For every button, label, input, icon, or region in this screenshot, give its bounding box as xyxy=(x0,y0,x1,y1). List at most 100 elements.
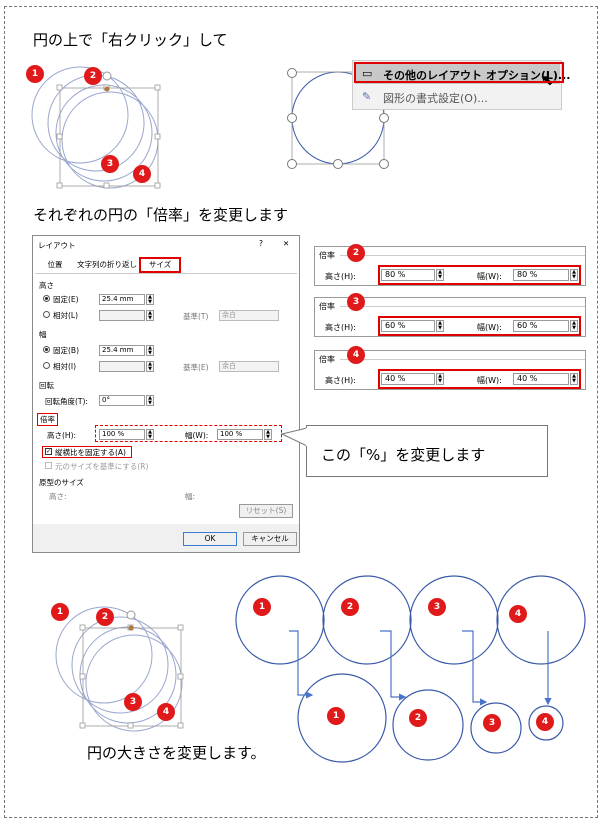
scale-width-spinner[interactable]: ▲▼ xyxy=(570,373,578,385)
step3-heading: 円の大きさを変更します。 xyxy=(87,744,266,762)
rotation-spinner[interactable]: ▲▼ xyxy=(146,395,154,406)
page-frame xyxy=(4,6,598,818)
scale-height-input[interactable]: 60 % xyxy=(381,320,435,332)
width-absolute-radio[interactable] xyxy=(43,346,50,353)
scale-width-label: 幅(W): xyxy=(477,323,502,332)
before-badge-3: 3 xyxy=(428,598,446,616)
scale-width-label: 幅(W): xyxy=(477,272,502,281)
scale-width-spinner[interactable]: ▲▼ xyxy=(264,429,272,440)
scale-width-input[interactable]: 40 % xyxy=(513,373,569,385)
panel-divider xyxy=(340,306,585,307)
highlight-layout-options xyxy=(354,62,564,83)
scale-panel-2-badge: 2 xyxy=(347,244,365,262)
step2-heading: それぞれの円の「倍率」を変更します xyxy=(33,206,289,224)
scale-panel-title: 倍率 xyxy=(319,302,335,311)
tab-position[interactable]: 位置 xyxy=(47,260,63,269)
scale-width-input[interactable]: 80 % xyxy=(513,269,569,281)
panel-divider xyxy=(340,359,585,360)
context-menu-highlight xyxy=(355,64,560,84)
lock-aspect-highlight xyxy=(42,446,132,458)
before-badge-1: 1 xyxy=(253,598,271,616)
height-absolute-input[interactable]: 25.4 mm xyxy=(99,294,145,305)
height-relative-to-select[interactable]: 余白 xyxy=(219,310,279,321)
height-absolute-spinner[interactable]: ▲▼ xyxy=(146,294,154,305)
dialog-title: レイアウト xyxy=(38,241,76,250)
tab-text-wrapping[interactable]: 文字列の折り返し xyxy=(77,260,137,269)
scale-width-spinner[interactable]: ▲▼ xyxy=(570,269,578,281)
scale-panel-4-highlight xyxy=(378,369,581,389)
relative-original-checkbox[interactable] xyxy=(45,462,52,469)
after-badge-3: 3 xyxy=(483,714,501,732)
menu-item-format-shape[interactable]: 図形の書式設定(O)... xyxy=(383,92,488,105)
format-shape-icon: ✎ xyxy=(362,90,372,103)
scale-width-label: 幅(W): xyxy=(185,431,209,440)
scale-width-label: 幅(W): xyxy=(477,376,502,385)
badge-4: 4 xyxy=(133,165,151,183)
tab-size[interactable]: サイズ xyxy=(139,257,181,273)
height-relative-input[interactable] xyxy=(99,310,145,321)
scale-height-spinner[interactable]: ▲▼ xyxy=(436,269,444,281)
cancel-button[interactable]: キャンセル xyxy=(243,532,297,546)
scale-width-spinner[interactable]: ▲▼ xyxy=(570,320,578,332)
scale-panel-3-badge: 3 xyxy=(347,293,365,311)
after-badge-4: 4 xyxy=(536,713,554,731)
tab-divider xyxy=(35,273,297,274)
width-relative-radio[interactable] xyxy=(43,362,50,369)
scale-height-input[interactable]: 40 % xyxy=(381,373,435,385)
badge-2: 2 xyxy=(96,608,114,626)
scale-panel-title: 倍率 xyxy=(319,355,335,364)
layout-options-icon: ▭ xyxy=(362,67,373,80)
width-relative-to-select[interactable]: 余白 xyxy=(219,361,279,372)
width-relative-input[interactable] xyxy=(99,361,145,372)
callout-pointer-join xyxy=(306,428,308,446)
panel-divider xyxy=(340,255,585,256)
original-size-section-label: 原型のサイズ xyxy=(39,478,84,487)
scale-height-label: 高さ(H): xyxy=(325,376,356,385)
layout-dialog: レイアウト ? ✕ 位置 文字列の折り返し サイズ 高さ 固定(E) 25.4 … xyxy=(32,235,300,553)
rotation-input[interactable]: 0° xyxy=(99,395,145,406)
badge-2: 2 xyxy=(84,67,102,85)
help-button[interactable]: ? xyxy=(259,239,263,248)
scale-inputs-highlight xyxy=(95,425,282,442)
original-width-label: 幅: xyxy=(185,492,196,501)
width-relative-spinner[interactable]: ▲▼ xyxy=(146,361,154,372)
scale-height-input[interactable]: 100 % xyxy=(99,429,145,440)
original-height-label: 高さ: xyxy=(49,492,67,501)
ok-button[interactable]: OK xyxy=(183,532,237,546)
reset-button[interactable]: リセット(S) xyxy=(239,504,293,518)
badge-3: 3 xyxy=(101,155,119,173)
scale-width-input[interactable]: 100 % xyxy=(217,429,263,440)
scale-height-input[interactable]: 80 % xyxy=(381,269,435,281)
height-section-label: 高さ xyxy=(39,281,54,290)
scale-width-input[interactable]: 60 % xyxy=(513,320,569,332)
height-absolute-label: 固定(E) xyxy=(53,295,79,304)
height-relative-spinner[interactable]: ▲▼ xyxy=(146,310,154,321)
before-badge-2: 2 xyxy=(341,598,359,616)
callout-text: この「%」を変更します xyxy=(321,446,486,464)
height-absolute-radio[interactable] xyxy=(43,295,50,302)
height-relative-label: 相対(L) xyxy=(53,311,79,320)
relative-original-label: 元のサイズを基準にする(R) xyxy=(55,462,149,471)
width-absolute-input[interactable]: 25.4 mm xyxy=(99,345,145,356)
scale-height-label: 高さ(H): xyxy=(325,323,356,332)
scale-height-spinner[interactable]: ▲▼ xyxy=(146,429,154,440)
badge-1: 1 xyxy=(51,603,69,621)
lock-aspect-checkbox[interactable]: ✓ xyxy=(45,448,52,455)
height-relative-radio[interactable] xyxy=(43,311,50,318)
scale-height-spinner[interactable]: ▲▼ xyxy=(436,320,444,332)
scale-height-spinner[interactable]: ▲▼ xyxy=(436,373,444,385)
close-icon[interactable]: ✕ xyxy=(283,239,290,248)
before-badge-4: 4 xyxy=(509,605,527,623)
menu-item-layout-options[interactable]: その他のレイアウト オプション(L)... xyxy=(383,69,571,82)
mouse-cursor-icon: ⬉ xyxy=(541,71,554,89)
width-absolute-spinner[interactable]: ▲▼ xyxy=(146,345,154,356)
width-section-label: 幅 xyxy=(39,330,47,339)
after-badge-1: 1 xyxy=(327,707,345,725)
badge-1: 1 xyxy=(26,65,44,83)
width-absolute-label: 固定(B) xyxy=(53,346,79,355)
step1-heading: 円の上で「右クリック」して xyxy=(33,31,228,49)
after-badge-2: 2 xyxy=(409,709,427,727)
lock-aspect-label: 縦横比を固定する(A) xyxy=(55,448,126,457)
